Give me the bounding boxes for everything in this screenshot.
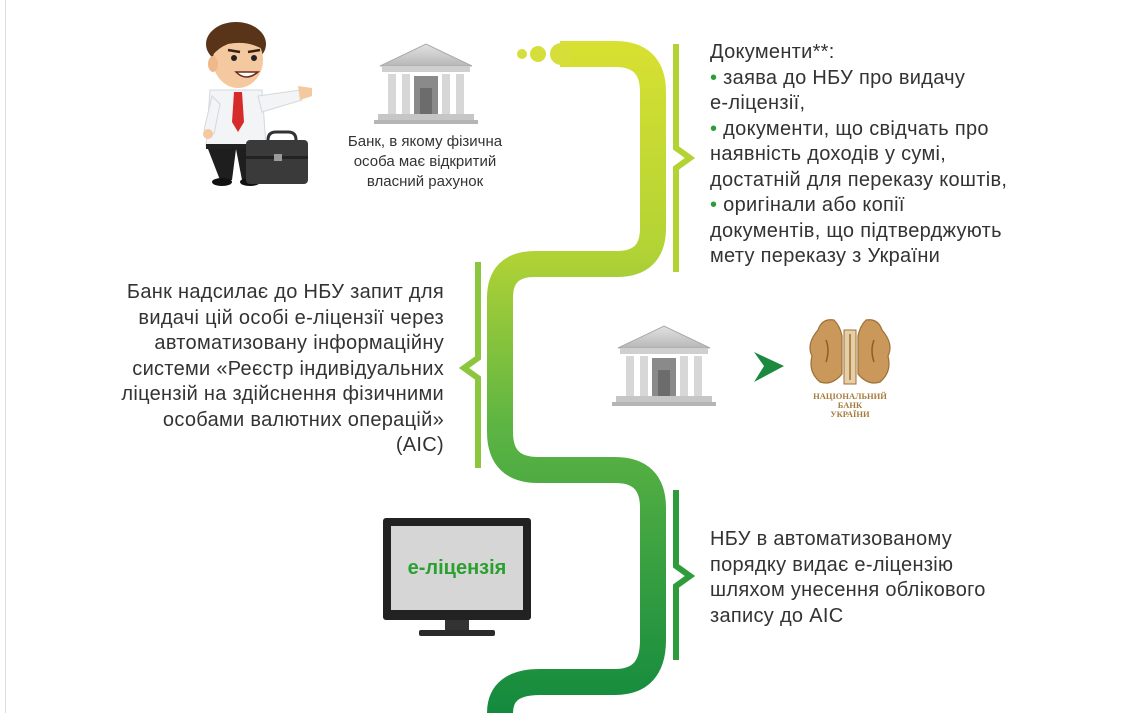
request-brace (458, 262, 481, 468)
bank-request-line: ліцензій на здійснення фізичними (121, 383, 444, 405)
nbu-logo-line: НАЦІОНАЛЬНИЙ (813, 391, 887, 401)
document-item-line: е-ліцензії, (710, 92, 806, 114)
document-item: • документи, що свідчать про (710, 117, 989, 140)
nbu-brace (673, 490, 696, 660)
page-edge-line (5, 0, 6, 713)
nbu-action-line: запису до АІС (710, 604, 844, 627)
nbu-action-line: шляхом унесення облікового (710, 579, 986, 601)
businessman-icon (203, 22, 312, 186)
nbu-action-line: порядку видає е-ліцензію (710, 553, 954, 576)
bank-building-icon (611, 325, 717, 407)
nbu-action-text: НБУ в автоматизованому порядку видає е-л… (710, 527, 1080, 629)
bank-caption-line: Банк, в якому фізична (347, 133, 503, 150)
monitor-base (419, 630, 495, 636)
nbu-logo-icon (809, 319, 891, 385)
bank-caption: Банк, в якому фізична особа має відкрити… (322, 132, 528, 192)
bank-request-line: системи «Реєстр індивідуальних (132, 357, 444, 380)
nbu-logo-text: НАЦІОНАЛЬНИЙ БАНК УКРАЇНИ (800, 392, 900, 419)
flow-path (487, 41, 666, 713)
documents-block: Документи**: • заява до НБУ про видачу е… (710, 40, 1080, 270)
e-license-label: е-ліцензія (407, 556, 507, 579)
document-item: • заява до НБУ про видачу (710, 66, 966, 89)
document-item-line: достатній для переказу коштів, (710, 168, 1008, 191)
bank-caption-line: власний рахунок (366, 173, 484, 190)
bullet-icon: • (710, 194, 718, 216)
document-item-line: документів, що підтверджують (710, 219, 1002, 242)
bank-request-line: особами валютних операцій» (162, 408, 444, 431)
bank-request-text: Банк надсилає до НБУ запит для видачі ці… (60, 280, 444, 459)
monitor-icon: е-ліцензія (383, 518, 531, 638)
docs-brace (673, 44, 696, 272)
document-item-line: наявність доходів у сумі, (710, 143, 947, 165)
monitor-stand (445, 620, 469, 630)
bank-caption-line: особа має відкритий (353, 153, 497, 170)
bullet-icon: • (710, 66, 718, 89)
nbu-logo-line: УКРАЇНИ (830, 409, 870, 419)
monitor-screen-display: е-ліцензія (391, 526, 523, 610)
monitor-screen: е-ліцензія (383, 518, 531, 620)
flow-dot-medium (530, 46, 546, 62)
document-item-line: мету переказу з України (710, 245, 941, 267)
arrow-right-icon (754, 352, 784, 382)
flow-dot-large (550, 43, 572, 65)
bank-request-line: (АІС) (395, 434, 444, 456)
bank-request-line: видачі цій особі е-ліцензії через (138, 306, 444, 329)
bank-request-line: автоматизовану інформаційну (154, 332, 444, 354)
flow-dot-small (517, 49, 527, 59)
bullet-icon: • (710, 117, 718, 140)
documents-title: Документи**: (710, 41, 835, 63)
document-item: • оригінали або копії (710, 194, 905, 216)
nbu-logo-line: БАНК (837, 400, 863, 410)
briefcase-icon (246, 130, 308, 184)
bank-building-icon (373, 43, 479, 125)
nbu-action-line: НБУ в автоматизованому (710, 528, 953, 550)
bank-request-line: Банк надсилає до НБУ запит для (126, 281, 444, 303)
